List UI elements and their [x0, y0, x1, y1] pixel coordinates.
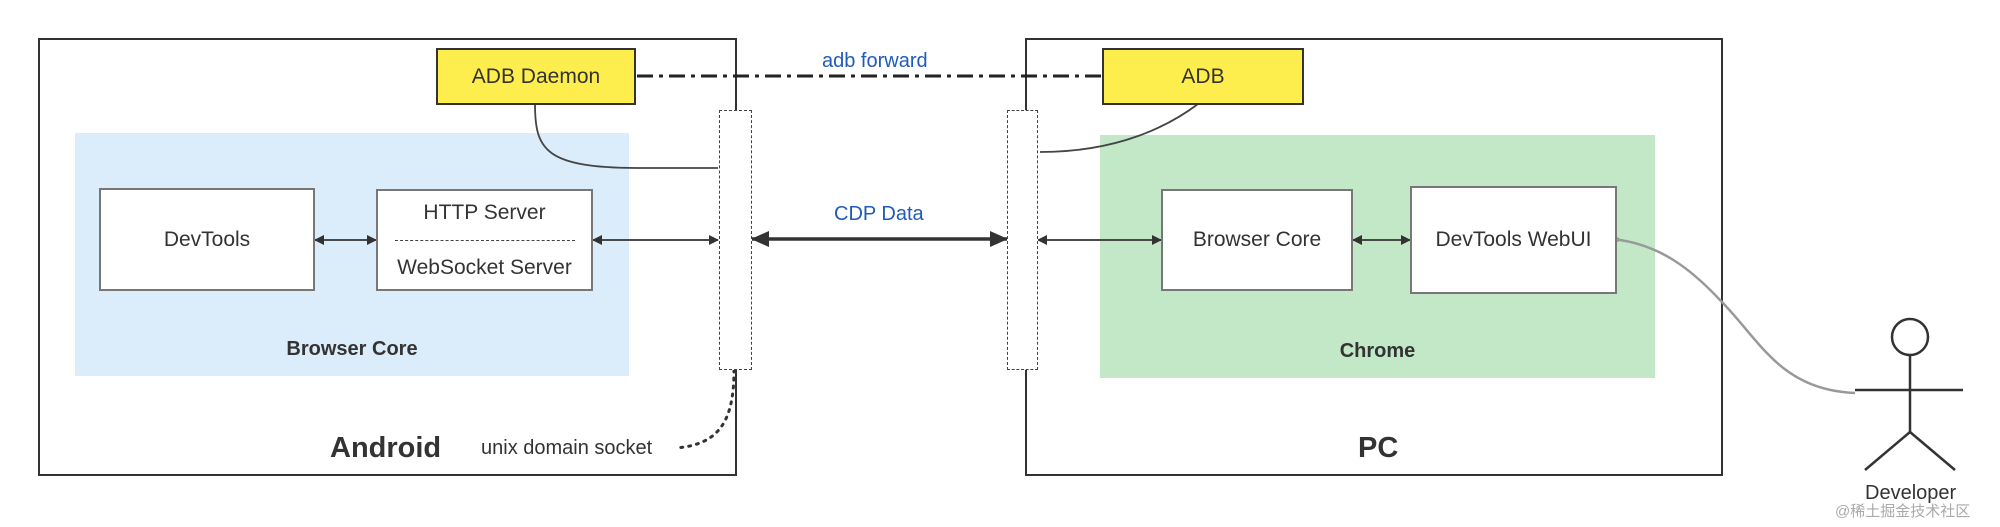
chrome-zone-label: Chrome	[1339, 340, 1416, 362]
adb-daemon-label: ADB Daemon	[471, 64, 601, 88]
server-node: HTTP Server WebSocket Server	[376, 189, 593, 291]
devtools-node: DevTools	[99, 188, 315, 291]
adb-box: ADB	[1102, 48, 1304, 105]
browser-core-label: Browser Core	[1192, 228, 1322, 251]
server-divider	[394, 239, 575, 241]
devtools-label: DevTools	[163, 227, 251, 251]
developer-label: Developer	[1865, 482, 1957, 504]
developer-usage-line	[1620, 240, 1856, 395]
adb-daemon-box: ADB Daemon	[436, 48, 636, 105]
developer-figure-icon	[1855, 317, 1963, 471]
pc-title: PC	[1358, 432, 1399, 464]
android-zone-label: Browser Core	[286, 338, 418, 360]
adb-to-socket-curve	[1039, 103, 1199, 153]
watermark: @稀土掘金技术社区	[1835, 503, 1971, 520]
daemon-to-socket-curve	[534, 103, 718, 169]
http-server-label: HTTP Server	[423, 200, 546, 224]
devtools-webui-label: DevTools WebUI	[1435, 228, 1592, 251]
adb-label: ADB	[1181, 64, 1225, 88]
cdp-data-label: CDP Data	[834, 203, 924, 225]
unix-socket-label: unix domain socket	[481, 437, 653, 459]
unix-socket-curve	[673, 368, 736, 450]
android-title: Android	[330, 432, 442, 464]
websocket-server-label: WebSocket Server	[397, 255, 572, 279]
pc-socket	[1007, 110, 1038, 370]
adb-forward-label: adb forward	[822, 50, 928, 72]
devtools-webui-node: DevTools WebUI	[1410, 186, 1617, 294]
android-socket	[719, 110, 752, 370]
browser-core-node: Browser Core	[1161, 189, 1353, 291]
